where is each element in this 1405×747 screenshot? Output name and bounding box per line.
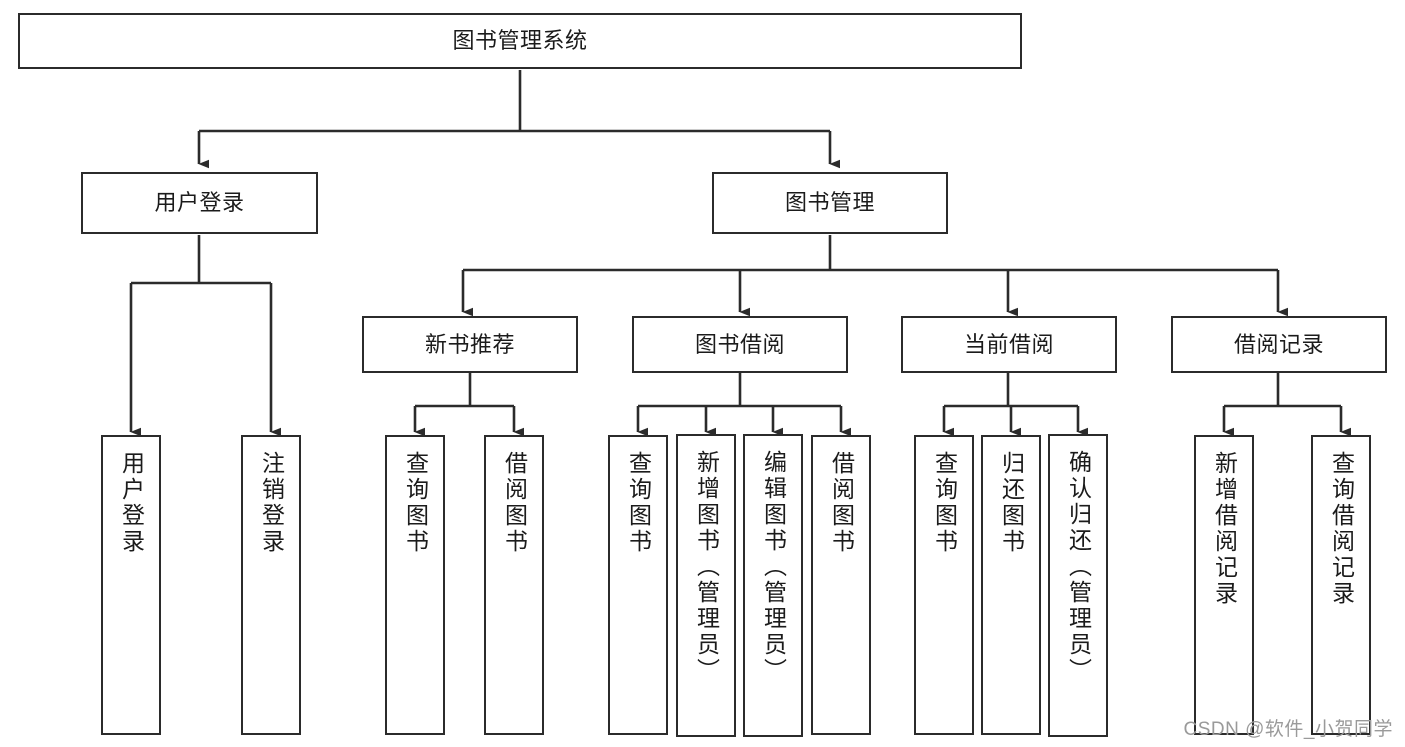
node-borrow-record[interactable]: 借阅记录 xyxy=(1171,316,1387,373)
node-leaf-query-book-recommend-label: 查询图书 xyxy=(402,451,429,555)
node-new-book-recommend[interactable]: 新书推荐 xyxy=(362,316,578,373)
node-leaf-query-borrow-record-label: 查询借阅记录 xyxy=(1328,451,1355,607)
node-leaf-user-login-label: 用户登录 xyxy=(118,451,145,555)
node-borrow-record-label: 借阅记录 xyxy=(1233,331,1324,357)
node-current-borrow-label: 当前借阅 xyxy=(963,331,1054,357)
node-leaf-edit-book-admin[interactable]: 编辑图书（管理员） xyxy=(743,434,803,737)
node-user-login-label: 用户登录 xyxy=(154,190,245,216)
node-leaf-borrow-book-recommend[interactable]: 借阅图书 xyxy=(484,435,544,735)
node-leaf-add-book-admin-label: 新增图书（管理员） xyxy=(693,450,720,684)
node-leaf-user-login[interactable]: 用户登录 xyxy=(101,435,161,735)
watermark-text: CSDN @软件_小贺同学 xyxy=(1183,719,1393,740)
node-leaf-add-borrow-record-label: 新增借阅记录 xyxy=(1211,451,1238,607)
node-leaf-add-borrow-record[interactable]: 新增借阅记录 xyxy=(1194,435,1254,735)
node-leaf-borrow-book-recommend-label: 借阅图书 xyxy=(501,451,528,555)
node-leaf-user-logout[interactable]: 注销登录 xyxy=(241,435,301,735)
node-leaf-user-logout-label: 注销登录 xyxy=(258,451,285,555)
node-current-borrow[interactable]: 当前借阅 xyxy=(901,316,1117,373)
node-leaf-add-book-admin[interactable]: 新增图书（管理员） xyxy=(676,434,736,737)
node-book-manage[interactable]: 图书管理 xyxy=(712,172,948,234)
node-leaf-query-book-recommend[interactable]: 查询图书 xyxy=(385,435,445,735)
node-root-label: 图书管理系统 xyxy=(452,28,588,54)
node-book-borrow-label: 图书借阅 xyxy=(694,331,785,357)
node-root[interactable]: 图书管理系统 xyxy=(18,13,1022,69)
node-leaf-query-book-borrow-label: 查询图书 xyxy=(625,451,652,555)
node-leaf-return-book[interactable]: 归还图书 xyxy=(981,435,1041,735)
node-book-borrow[interactable]: 图书借阅 xyxy=(632,316,848,373)
node-leaf-confirm-return-admin-label: 确认归还（管理员） xyxy=(1065,450,1092,684)
node-leaf-query-borrow-record[interactable]: 查询借阅记录 xyxy=(1311,435,1371,735)
node-leaf-confirm-return-admin[interactable]: 确认归还（管理员） xyxy=(1048,434,1108,737)
node-leaf-return-book-label: 归还图书 xyxy=(998,451,1025,555)
node-leaf-edit-book-admin-label: 编辑图书（管理员） xyxy=(760,450,787,684)
node-leaf-query-book-current[interactable]: 查询图书 xyxy=(914,435,974,735)
node-leaf-query-book-current-label: 查询图书 xyxy=(931,451,958,555)
node-user-login[interactable]: 用户登录 xyxy=(81,172,318,234)
node-leaf-borrow-book-borrow-label: 借阅图书 xyxy=(828,451,855,555)
node-leaf-query-book-borrow[interactable]: 查询图书 xyxy=(608,435,668,735)
node-leaf-borrow-book-borrow[interactable]: 借阅图书 xyxy=(811,435,871,735)
node-new-book-recommend-label: 新书推荐 xyxy=(424,331,515,357)
node-book-manage-label: 图书管理 xyxy=(784,190,875,216)
